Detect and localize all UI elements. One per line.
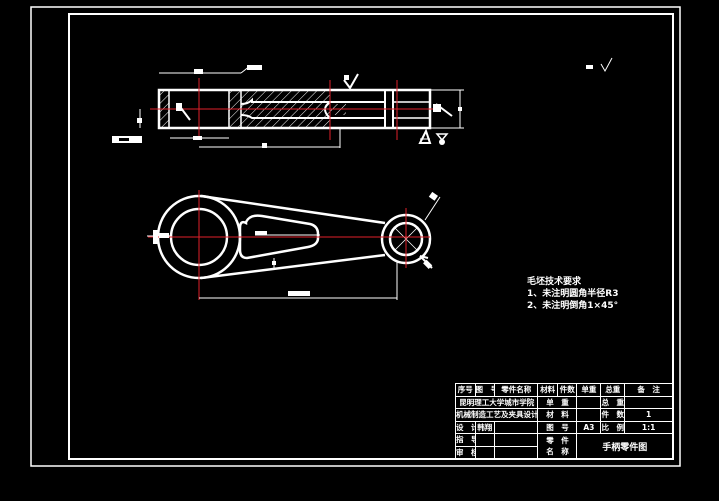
notes-title: 毛坯技术要求: [527, 277, 582, 287]
sheet-size: A3: [576, 420, 602, 434]
part-label-line-2: 名 称: [546, 447, 569, 456]
guide-label: 指 导: [455, 433, 476, 447]
designer-extra: [494, 420, 539, 434]
header-cell: 图 号: [474, 383, 496, 397]
scale-value: 1:1: [624, 420, 673, 434]
roughness-symbol: [586, 57, 613, 73]
designer-value: 韩翔: [474, 420, 496, 434]
designer-label: 设 计: [455, 420, 476, 434]
front-view: [147, 190, 441, 300]
guide-value: [474, 433, 496, 447]
scale-label: 比 例: [600, 420, 626, 434]
project-name: 机械制造工艺及夹具设计: [454, 408, 539, 422]
note-item-1: 1、未注明圆角半径R3: [527, 289, 619, 299]
technical-requirements: 毛坯技术要求 1、未注明圆角半径R3 2、未注明倒角1×45°: [527, 276, 618, 312]
header-cell: 序号: [455, 383, 476, 397]
outer-frame: [30, 6, 681, 467]
inner-frame: [68, 13, 674, 460]
title-block: 序号 图 号 零件名称 材料 件数 单重 总重 备 注 昆明理工大学城市学院 单…: [454, 383, 673, 459]
header-cell: 单重: [576, 383, 602, 397]
header-cell: 备 注: [624, 383, 673, 397]
header-cell: 总重: [600, 383, 626, 397]
title-block-header-row: 序号 图 号 零件名称 材料 件数 单重 总重 备 注: [455, 383, 673, 397]
review-value: [474, 445, 496, 459]
note-item-2: 2、未注明倒角1×45°: [527, 301, 619, 311]
school-name: 昆明理工大学城市学院: [454, 395, 539, 409]
header-cell: 件数: [556, 383, 578, 397]
total-weight-value: [624, 395, 673, 409]
header-cell: 零件名称: [494, 383, 539, 397]
review-label: 审 核: [455, 445, 476, 459]
material-value: [576, 408, 602, 422]
part-label-line-1: 零 件: [546, 436, 569, 445]
count-label: 件 数: [600, 408, 626, 422]
review-extra: [494, 445, 539, 459]
drawing-no-label: 图 号: [537, 420, 578, 434]
unit-weight-value: [576, 395, 602, 409]
part-name-label: 零 件 名 称: [537, 433, 578, 459]
count-value: 1: [624, 408, 673, 422]
guide-extra: [494, 433, 539, 447]
header-cell: 材料: [537, 383, 558, 397]
unit-weight-label: 单 重: [537, 395, 578, 409]
total-weight-label: 总 重: [600, 395, 626, 409]
material-label: 材 料: [537, 408, 578, 422]
part-name: 手柄零件图: [576, 433, 673, 459]
section-view: [112, 65, 464, 148]
